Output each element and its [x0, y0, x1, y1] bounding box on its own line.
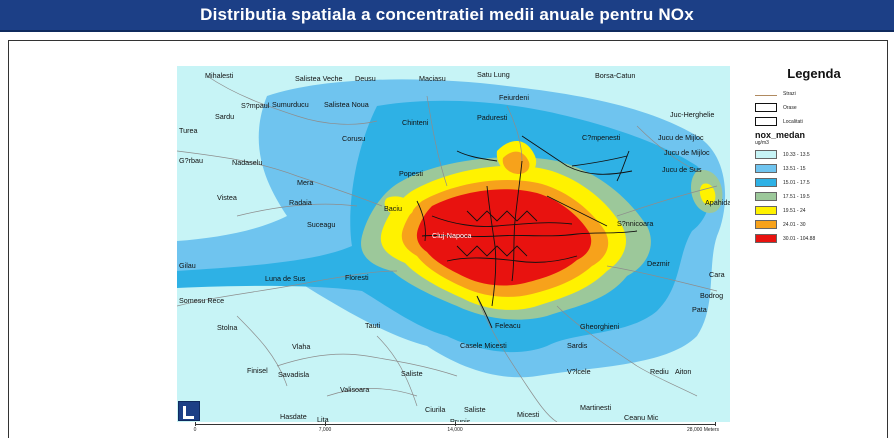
legend-row-localities: Localitati [755, 115, 873, 128]
legend-label-cities: Orase [783, 104, 797, 111]
scale-label: 14,000 [447, 427, 463, 433]
legend-class-row: 13.51 - 15 [755, 162, 873, 175]
scale-tick [455, 422, 456, 426]
legend-class-row: 17.51 - 19.5 [755, 190, 873, 203]
legend-swatch [755, 150, 777, 159]
page-title: Distributia spatiala a concentratiei med… [200, 5, 694, 24]
legend-swatch [755, 220, 777, 229]
legend-class-label: 15.01 - 17.5 [783, 179, 810, 186]
legend-swatch [755, 164, 777, 173]
legend-swatch [755, 192, 777, 201]
minor-roads [177, 75, 718, 422]
legend-class-row: 15.01 - 17.5 [755, 176, 873, 189]
scale-label: 0 [193, 427, 197, 433]
legend-class-label: 17.51 - 19.5 [783, 193, 810, 200]
scale-tick [325, 422, 326, 426]
scale-label: 28,000 Meters [687, 427, 719, 433]
scale-label: 7,000 [318, 427, 332, 433]
legend-layer-name: nox_medan [755, 130, 806, 140]
scale-bar: 0 7,000 14,000 28,000 Meters [193, 422, 719, 438]
zone-class-5-apahida [699, 183, 716, 205]
legend-class-label: 19.51 - 24 [783, 207, 806, 214]
logo-icon [178, 401, 200, 421]
legend-row-cities: Orase [755, 101, 873, 114]
legend-class-row: 19.51 - 24 [755, 204, 873, 217]
city-box-symbol [755, 103, 777, 112]
concentration-map [177, 66, 730, 422]
legend: Legenda Strazi Orase Localitati nox_meda… [755, 66, 873, 246]
scale-tick [195, 422, 196, 426]
legend-unit: ug/m3 [755, 140, 769, 146]
legend-class-label: 30.01 - 104.88 [783, 235, 816, 242]
zone-class-5-west [384, 196, 414, 217]
legend-class-label: 10.33 - 13.5 [783, 151, 810, 158]
legend-class-row: 10.33 - 13.5 [755, 148, 873, 161]
legend-class-label: 24.01 - 30 [783, 221, 806, 228]
locality-box-symbol [755, 117, 777, 126]
legend-class-row: 24.01 - 30 [755, 218, 873, 231]
legend-label-roads: Strazi [783, 90, 796, 97]
zone-class-6-lobe [502, 151, 530, 174]
scale-tick [715, 422, 716, 426]
road-line-symbol [755, 95, 777, 96]
legend-class-row: 30.01 - 104.88 [755, 232, 873, 245]
city-streets [416, 135, 638, 329]
legend-class-label: 13.51 - 15 [783, 165, 806, 172]
legend-row-roads: Strazi [755, 87, 873, 100]
legend-swatch [755, 234, 777, 243]
title-bar: Distributia spatiala a concentratiei med… [0, 0, 894, 32]
legend-title: Legenda [787, 66, 841, 81]
legend-label-localities: Localitati [783, 118, 803, 125]
legend-classes: 10.33 - 13.5 13.51 - 15 15.01 - 17.5 17.51 … [755, 148, 873, 245]
legend-swatch [755, 178, 777, 187]
legend-swatch [755, 206, 777, 215]
